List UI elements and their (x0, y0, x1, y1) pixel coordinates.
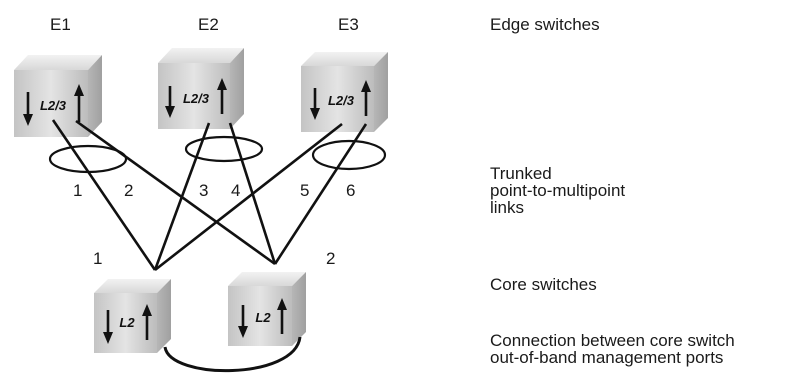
down-arrow-icon (23, 92, 33, 126)
legend-trunk-line-2: point-to-multipoint (490, 181, 626, 200)
edge-switch-e2: L2/3 (158, 48, 244, 129)
legend-management-line-2: out-of-band management ports (490, 348, 724, 367)
edge-layer-label: L2/3 (40, 98, 67, 113)
link-6 (273, 123, 368, 265)
legend-management-connection: Connection between core switch out-of-ba… (490, 332, 735, 366)
up-arrow-icon (74, 84, 84, 122)
core-switch-1: L2 (94, 279, 171, 353)
down-arrow-icon (103, 310, 113, 344)
edge-switch-e1-label: E1 (50, 15, 71, 34)
up-arrow-icon (217, 78, 227, 114)
up-arrow-icon (277, 298, 287, 334)
up-arrow-icon (361, 80, 371, 116)
link-label-3: 3 (199, 181, 209, 200)
management-connection (163, 336, 302, 373)
legend-trunked-links: Trunked point-to-multipoint links (490, 165, 625, 216)
legend-core-switches: Core switches (490, 275, 597, 294)
edge-switch-e3: L2/3 (301, 52, 388, 132)
link-label-1: 1 (73, 181, 83, 200)
edge-layer-label: L2/3 (183, 91, 210, 106)
up-arrow-icon (142, 304, 152, 340)
link-1 (51, 119, 157, 271)
edge-switch-e2-label: E2 (198, 15, 219, 34)
legend-management-line-1: Connection between core switch (490, 331, 735, 350)
down-arrow-icon (310, 88, 320, 120)
edge-layer-label: L2/3 (328, 93, 355, 108)
core-layer-label: L2 (119, 315, 135, 330)
trunk-ellipse-e3 (311, 139, 387, 171)
core-layer-label: L2 (255, 310, 271, 325)
link-label-4: 4 (231, 181, 241, 200)
link-label-5: 5 (300, 181, 310, 200)
link-3 (153, 122, 211, 271)
legend-trunk-line-1: Trunked (490, 164, 552, 183)
edge-switch-e1: L2/3 (14, 55, 102, 137)
legend-trunk-line-3: links (490, 198, 525, 217)
core-switch-2: L2 (228, 272, 306, 346)
down-arrow-icon (238, 305, 248, 338)
link-5 (154, 122, 343, 272)
down-arrow-icon (165, 86, 175, 118)
link-label-2: 2 (124, 181, 134, 200)
link-label-6: 6 (346, 181, 356, 200)
edge-switch-e3-label: E3 (338, 15, 359, 34)
core-switch-2-label: 2 (326, 249, 336, 268)
legend-edge-switches: Edge switches (490, 15, 600, 34)
link-2 (75, 119, 276, 266)
core-switch-1-label: 1 (93, 249, 103, 268)
trunk-ellipse-e1 (48, 144, 128, 174)
trunk-ellipse-e2 (184, 135, 264, 163)
